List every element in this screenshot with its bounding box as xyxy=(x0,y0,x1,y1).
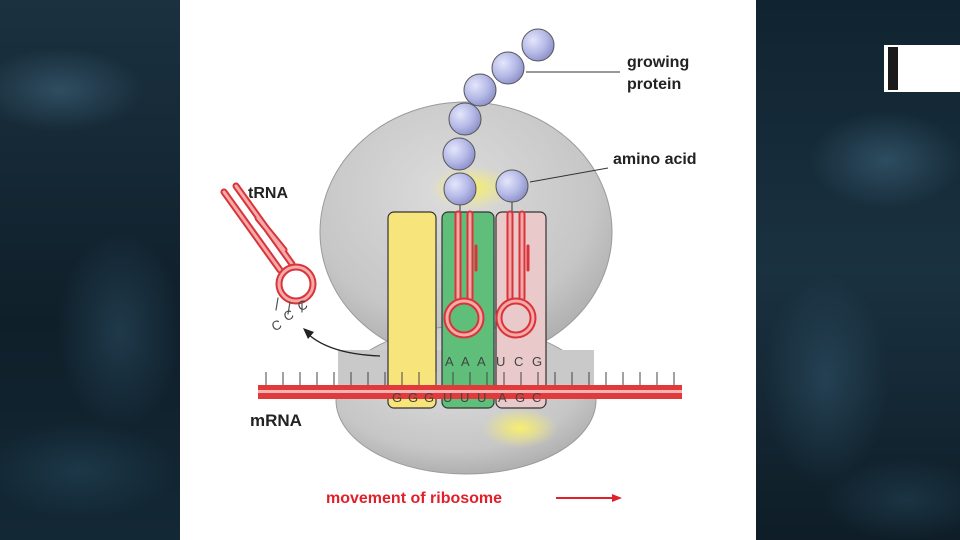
incoming-amino-acid xyxy=(495,169,529,203)
amino-acid-bead xyxy=(463,73,497,107)
corner-logo-box xyxy=(884,45,960,92)
highlight-glow-bottom xyxy=(482,408,558,448)
codon-base: C xyxy=(532,390,541,405)
amino-acid-bead xyxy=(448,102,482,136)
amino-acid-bead xyxy=(491,51,525,85)
codon-base: U xyxy=(460,390,469,405)
anticodon-base: A xyxy=(445,354,454,369)
codon-base: A xyxy=(498,390,507,405)
anticodon-row: A A A U C G xyxy=(445,354,542,369)
codon-row: G G G U U U A G C xyxy=(392,390,541,405)
exiting-trna-base: C xyxy=(269,316,284,334)
codon-base: U xyxy=(477,390,486,405)
exiting-trna-base: C xyxy=(281,306,296,324)
codon-base: U xyxy=(443,390,452,405)
label-mrna: mRNA xyxy=(250,411,302,430)
trna-p-site xyxy=(443,210,485,339)
mrna-strand xyxy=(258,372,682,399)
anticodon-base: U xyxy=(496,354,505,369)
codon-base: G xyxy=(424,390,434,405)
ribosome-diagram: C C C A A A U C G G G G U U U A G C grow… xyxy=(220,28,697,507)
amino-acid-bead xyxy=(521,28,555,62)
codon-base: G xyxy=(515,390,525,405)
leader-line-amino-acid xyxy=(529,167,609,183)
translation-figure: C C C A A A U C G G G G U U U A G C grow… xyxy=(180,0,756,540)
anticodon-base: C xyxy=(514,354,523,369)
exit-arrow xyxy=(303,328,381,357)
anticodon-base: A xyxy=(461,354,470,369)
label-protein: protein xyxy=(627,76,681,93)
movement-arrow xyxy=(556,494,622,502)
movement-caption: movement of ribosome xyxy=(326,490,502,507)
codon-base: G xyxy=(392,390,402,405)
growing-protein-chain xyxy=(442,28,555,215)
label-growing: growing xyxy=(627,54,689,71)
anticodon-base: A xyxy=(477,354,486,369)
label-amino-acid: amino acid xyxy=(613,151,697,168)
trna-a-site xyxy=(495,210,537,339)
amino-acid-bead xyxy=(442,137,476,171)
codon-base: G xyxy=(408,390,418,405)
background-dna-left xyxy=(0,0,180,540)
label-trna: tRNA xyxy=(248,185,288,202)
corner-logo-bar xyxy=(888,47,898,90)
site-e-exit xyxy=(387,211,437,409)
trna-exiting xyxy=(220,182,317,315)
anticodon-base: G xyxy=(532,354,542,369)
amino-acid-bead xyxy=(443,172,477,206)
